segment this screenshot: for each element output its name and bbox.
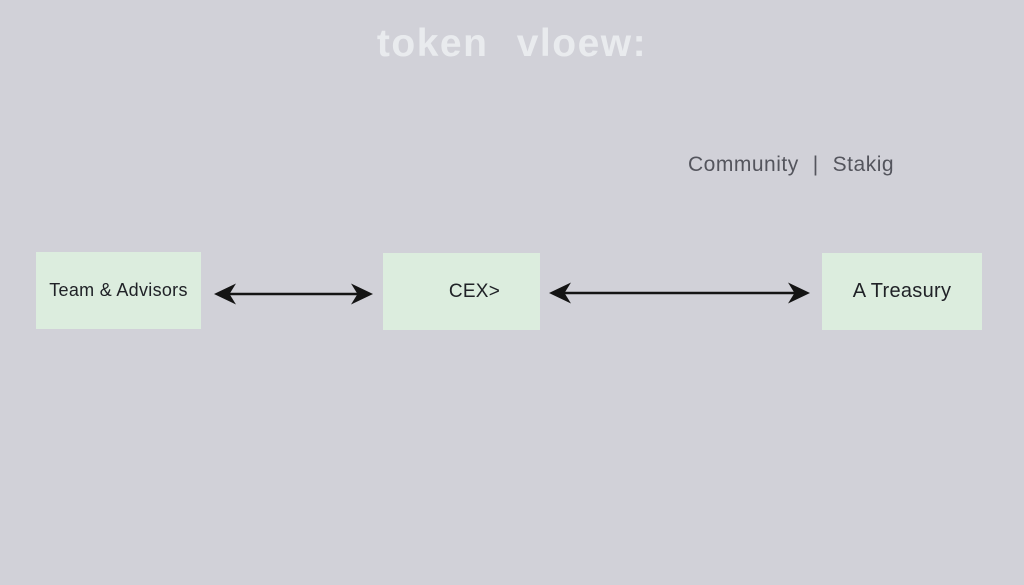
legend-item-community: Community bbox=[688, 153, 799, 176]
bidirectional-arrow-icon bbox=[548, 279, 811, 307]
node-cex: CEX> bbox=[383, 253, 540, 330]
bidirectional-arrow-icon bbox=[213, 280, 374, 308]
node-a-treasury: A Treasury bbox=[822, 253, 982, 330]
node-cex-label: CEX> bbox=[448, 280, 501, 302]
legend-item-staking: Stakig bbox=[832, 153, 895, 176]
node-team-advisors-label: Team & Advisors bbox=[49, 280, 188, 300]
legend-separator: | bbox=[812, 153, 819, 176]
page-title: token vloew: bbox=[376, 22, 648, 65]
legend: Community | Stakig bbox=[688, 153, 894, 177]
node-a-treasury-label: A Treasury bbox=[852, 280, 952, 302]
node-team-advisors: Team & Advisors bbox=[36, 252, 201, 329]
